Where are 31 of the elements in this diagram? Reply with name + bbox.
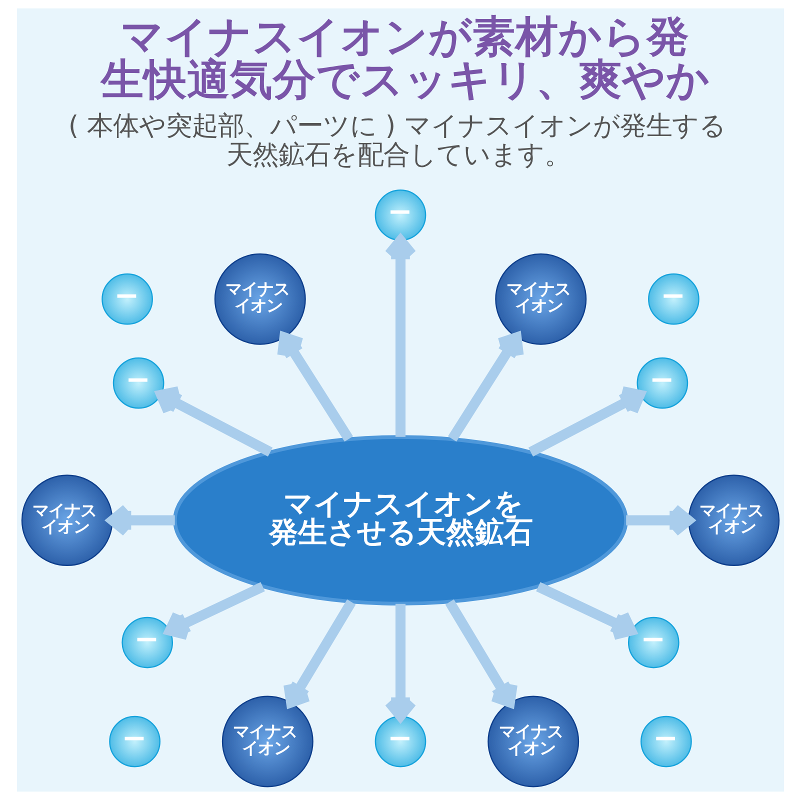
node-circle: − <box>101 273 152 325</box>
arrow <box>447 332 524 442</box>
label: ( 本体や突起部、パーツに ) マイナスイオンが発生する天然鉱石を配合しています。 <box>68 112 726 171</box>
arrow <box>384 604 416 722</box>
node-circle: マイナスイオン <box>487 696 579 788</box>
node-circle: − <box>636 357 688 409</box>
arrow <box>536 582 636 640</box>
diagram-title: マイナスイオンが素材から発生快適気分でスッキリ、爽やか <box>100 12 710 105</box>
node-circle: − <box>108 716 160 768</box>
arrow <box>283 599 356 708</box>
node-circle: − <box>627 616 679 668</box>
arrow <box>106 504 174 537</box>
node-ellipse: マイナスイオンを発生させる天然鉱石 <box>172 435 628 606</box>
node-circle: マイナスイオン <box>214 253 306 345</box>
node-circle: − <box>112 357 164 409</box>
arrow <box>384 235 416 437</box>
arrow <box>164 582 264 640</box>
arrow <box>528 386 644 457</box>
node-circle: − <box>121 616 173 668</box>
node-circle: マイナスイオン <box>494 253 586 345</box>
node-circle: − <box>374 716 426 768</box>
node-circle: マイナスイオン <box>221 696 313 788</box>
node-circle: マイナスイオン <box>688 474 780 566</box>
node-circle: − <box>640 716 692 768</box>
node-circle: マイナスイオン <box>20 474 112 566</box>
arrow <box>276 332 353 442</box>
arrow <box>626 504 694 537</box>
node-circle: − <box>374 189 426 241</box>
node-circle: − <box>648 273 699 325</box>
arrow <box>156 386 272 457</box>
arrow <box>444 599 517 708</box>
